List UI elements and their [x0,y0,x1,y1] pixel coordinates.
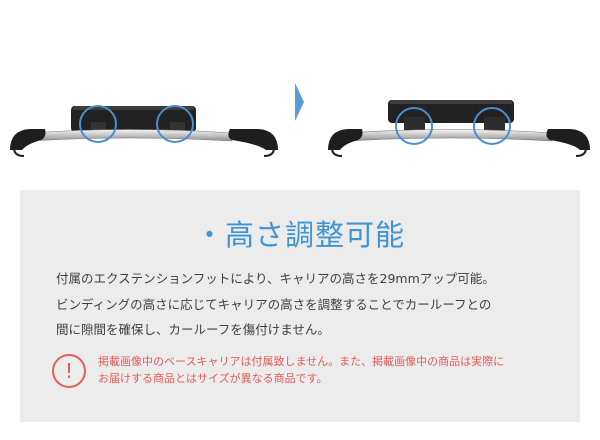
foot-hook-left [13,147,25,157]
panel-title: ・高さ調整可能 [194,218,405,252]
bar-foot-left [328,129,363,150]
description-line: 付属のエクステンションフットにより、キャリアの高さを29mmアップ可能。 [56,271,495,286]
transition-arrow [295,83,304,121]
carrier-box-top-edge [390,100,512,104]
info-panel: ・高さ調整可能 付属のエクステンションフットにより、キャリアの高さを29mmアッ… [20,190,580,422]
highlight-circle-left [395,107,433,145]
bar-foot-right [546,129,590,150]
bar-foot-left [10,129,46,150]
extension-foot-left [404,117,425,133]
notice-line: お届けする商品とはサイズが異なる商品です。 [98,372,328,385]
notice-line: 掲載画像中のベースキャリアは付属致しません。また、掲載画像中の商品は実際に [98,355,505,368]
bar-foot-right [228,129,278,150]
foot-hook-right [263,147,275,157]
notice-text: 掲載画像中のベースキャリアは付属致しません。また、掲載画像中の商品は実際に お届… [98,353,504,387]
highlight-circle-right [473,107,511,145]
warning-notice: ! 掲載画像中のベースキャリアは付属致しません。また、掲載画像中の商品は実際に … [52,353,562,393]
highlight-circle-right [156,105,194,143]
roof-bar [347,129,553,142]
extension-foot-right [484,117,505,133]
exclamation-icon: ! [52,354,86,388]
highlight-circle-left [79,105,117,143]
feature-description: 付属のエクステンションフットにより、キャリアの高さを29mmアップ可能。 ビンデ… [56,266,556,343]
carrier-box-top-edge [73,106,194,110]
description-line: 間に隙間を確保し、カールーフを傷付けません。 [56,322,330,337]
foot-hook-left [331,147,343,157]
binding-block-left [91,122,106,131]
foot-hook-right [575,147,587,157]
carrier-raised-height [328,100,590,157]
description-line: ビンディングの高さに応じてキャリアの高さを調整することでカールーフとの [56,296,492,312]
carrier-comparison-svg [10,83,590,157]
binding-block-right [170,122,185,131]
roof-bar [29,129,233,142]
carrier-standard-height [10,105,278,157]
carrier-comparison-illustration [0,0,600,190]
